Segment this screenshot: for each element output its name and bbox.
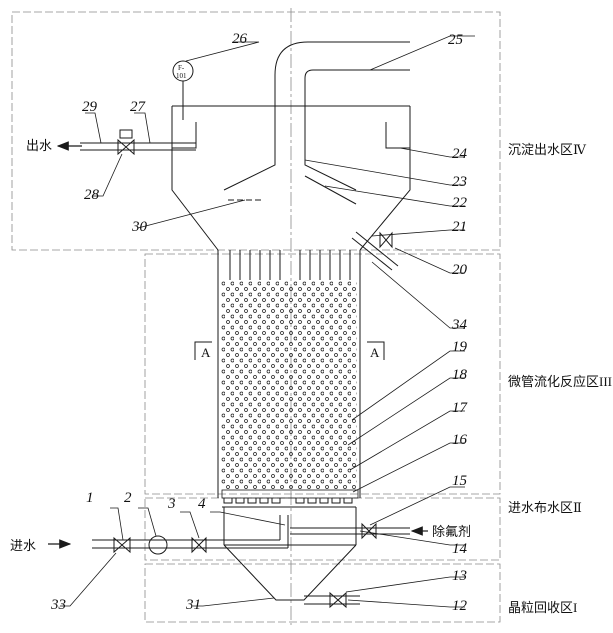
drain-pipe (355, 231, 399, 267)
weir-left (172, 122, 197, 149)
leader-lines (60, 35, 475, 608)
callout-4: 4 (198, 496, 206, 512)
agent-label: 除氟剂 (432, 524, 471, 539)
settling-zone-box (11, 11, 501, 251)
microtube-packing (221, 280, 357, 490)
zone-label-distribution: 进水布水区Ⅱ (508, 500, 582, 515)
valve-12 (329, 591, 347, 609)
callout-31: 31 (185, 597, 201, 613)
zone-label-settling: 沉淀出水区Ⅳ (508, 142, 587, 157)
callout-24: 24 (452, 146, 468, 162)
zone-label-reaction: 微管流化反应区III (508, 374, 612, 389)
callout-14: 14 (452, 541, 468, 557)
callout-28: 28 (84, 187, 100, 203)
callout-25: 25 (448, 32, 464, 48)
callout-33: 33 (50, 597, 66, 613)
callout-1: 1 (86, 490, 94, 506)
valve-28 (117, 138, 135, 156)
microtubes (229, 250, 351, 280)
settling-tank-outline (171, 106, 411, 251)
reactor-structure (80, 41, 411, 609)
section-marks (194, 341, 385, 360)
zone-label-recovery: 晶粒回收区I (508, 600, 577, 615)
section-mark-right: A (370, 345, 380, 360)
callout-3: 3 (167, 496, 176, 512)
plate-nozzles (223, 498, 353, 504)
callout-26: 26 (232, 31, 248, 47)
valve-20 (379, 231, 393, 249)
gauge-label-top: F- (178, 64, 185, 72)
valve-3 (191, 536, 207, 554)
callout-30: 30 (131, 219, 148, 235)
recovery-zone-box (144, 563, 501, 623)
gauge-label-bottom: 101 (176, 72, 187, 80)
callout-numbers: 1 2 3 4 12 13 14 15 16 17 18 19 20 21 22… (50, 31, 469, 614)
section-mark-left: A (201, 345, 211, 360)
callout-23: 23 (452, 174, 467, 190)
callout-13: 13 (452, 568, 467, 584)
water-out-label: 出水 (26, 138, 52, 153)
exhaust-pipe (274, 41, 410, 106)
callout-18: 18 (452, 367, 468, 383)
distribution-plate (221, 489, 359, 499)
zone-boundaries (11, 11, 501, 623)
pump (148, 535, 168, 555)
callout-34: 34 (451, 317, 468, 333)
water-in-label: 进水 (10, 538, 36, 553)
reaction-zone-box (144, 253, 501, 495)
callout-19: 19 (452, 339, 468, 355)
callout-12: 12 (452, 598, 468, 614)
callout-27: 27 (130, 99, 147, 115)
callout-21: 21 (452, 219, 467, 235)
callout-29: 29 (82, 99, 98, 115)
bottom-cone (223, 544, 357, 601)
central-riser (223, 106, 357, 191)
drain-pipe-2 (351, 237, 393, 271)
valve-1 (113, 536, 131, 554)
inlet-riser (279, 515, 289, 548)
cone-inner-right (304, 175, 357, 205)
valve-15 (361, 522, 377, 540)
callout-15: 15 (452, 473, 468, 489)
weir-right (385, 122, 410, 149)
callout-22: 22 (452, 195, 468, 211)
callout-2: 2 (124, 490, 132, 506)
callout-17: 17 (452, 400, 469, 416)
callout-16: 16 (452, 432, 468, 448)
callout-20: 20 (452, 262, 468, 278)
valve-28-actuator (119, 129, 133, 139)
